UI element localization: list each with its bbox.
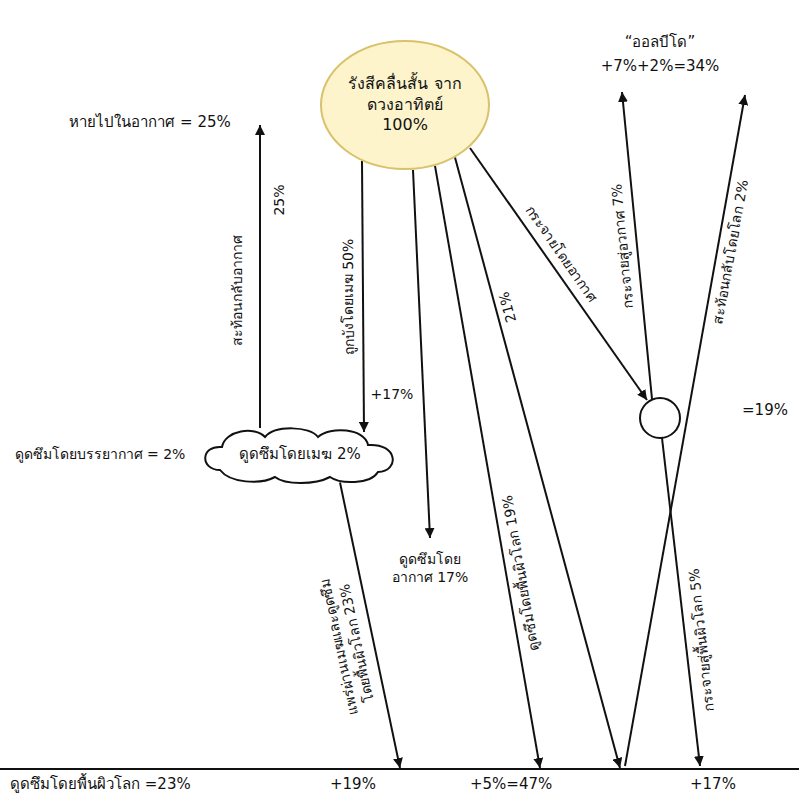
node-text: +17% [690,775,736,795]
diagram-label: กระจายโดยอากาศ [520,201,602,308]
node-text: รังสีคลื่นสั้น จากดวงอาทิตย์ 100% [343,74,467,136]
ground-band: ดูดซึมโดยพื้นผิวโลก =23% +19% +5%=47% +17% [0,768,799,800]
edge-label: แพร่ผ่านเมฆและดูดซึมโดยพื้นผิวโลก 23% [315,566,381,724]
diagram-label: +17% [369,386,416,404]
node-text: ดูดซึมโดยพื้นผิวโลก =23% [10,775,191,795]
node-text: ดูดซึมโดยเมฆ 2% [239,445,361,465]
diagram-label: หายไปในอากาศ = 25% [67,113,232,132]
flow-arrow [362,161,364,432]
cloud-shape: ดูดซึมโดยเมฆ 2% [200,425,400,485]
diagram-label: สะท้อนกลับอากาศ [229,233,247,348]
diagram-label: “ออลบีโด” [623,33,698,52]
node-text: +19% [330,775,376,795]
edge-label: ถูกบังโดยเมฆ 50% [340,236,358,357]
diagram-label: 25% [271,182,289,217]
diagram-label: กระจายสู่พื้นผิวโลก 5% [685,566,718,715]
flow-arrow [435,166,540,768]
sun-circle: รังสีคลื่นสั้น จากดวงอาทิตย์ 100% [320,40,490,170]
earth-reflect-arrow [625,95,745,766]
reflect-arrow [259,125,261,428]
diagram-label: =19% [740,401,790,420]
scatter-circle [640,398,680,438]
diagram-label: สะท้อนกลับโดยโลก 2% [709,176,753,327]
diagram-label: ดูดซึมโดย อากาศ 17% [378,551,482,586]
diagram-label: ดูดซึมโดยบรรยากาศ = 2% [13,446,188,464]
diagram-label: +7%+2%=34% [599,57,722,76]
flow-arrow [455,158,620,768]
node-text: +5%=47% [470,775,552,795]
scatter-arrow [470,148,647,400]
absorb-arrow [413,170,430,538]
